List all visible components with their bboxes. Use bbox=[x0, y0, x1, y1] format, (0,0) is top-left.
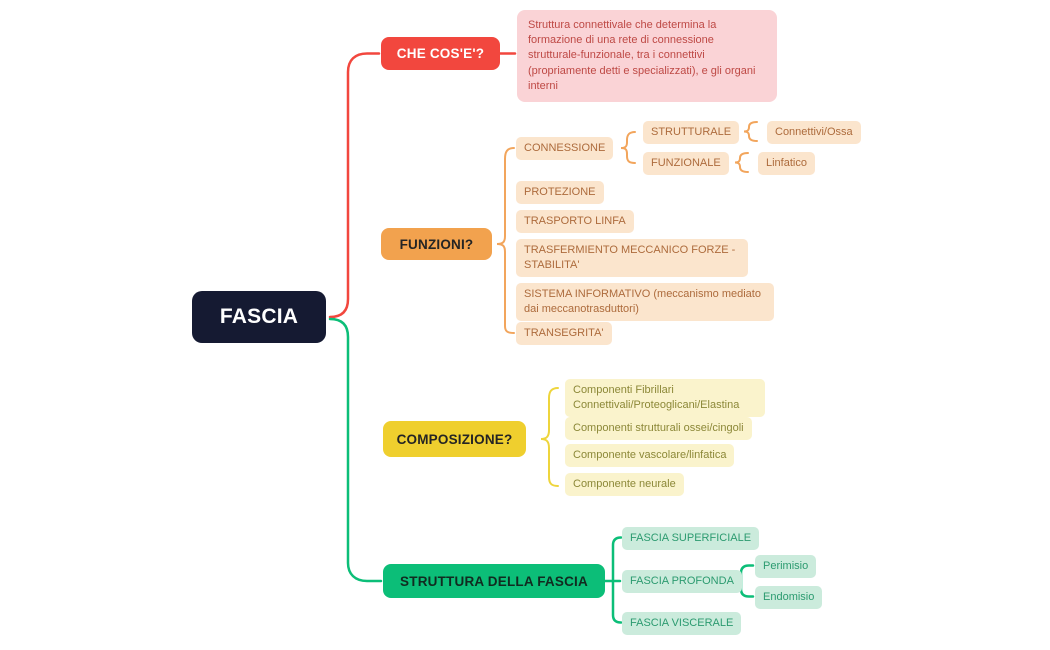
orange-funzioni-brace bbox=[496, 147, 515, 334]
orange-connessione-brace bbox=[620, 131, 636, 164]
green-branch-connector bbox=[328, 317, 383, 583]
branch-node-che-cose[interactable]: CHE COS'E'? bbox=[381, 37, 500, 70]
leaf-endomisio[interactable]: Endomisio bbox=[755, 586, 823, 609]
green-tree-connector bbox=[603, 536, 623, 624]
branch-node-funzioni[interactable]: FUNZIONI? bbox=[381, 228, 492, 260]
leaf-perimisio[interactable]: Perimisio bbox=[755, 555, 817, 578]
root-node-fascia[interactable]: FASCIA bbox=[192, 291, 326, 343]
leaf-sistema-informativo[interactable]: SISTEMA INFORMATIVO (meccanismo mediato … bbox=[516, 283, 774, 321]
leaf-componenti-strutturali[interactable]: Componenti strutturali ossei/cingoli bbox=[565, 417, 752, 440]
leaf-trasporto-linfa[interactable]: TRASPORTO LINFA bbox=[516, 210, 634, 233]
leaf-trasferimento-meccanico[interactable]: TRASFERMIENTO MECCANICO FORZE - STABILIT… bbox=[516, 239, 748, 277]
leaf-fascia-superficiale[interactable]: FASCIA SUPERFICIALE bbox=[622, 527, 760, 550]
leaf-connettivi-ossa[interactable]: Connettivi/Ossa bbox=[767, 121, 861, 144]
orange-funzionale-brace bbox=[734, 152, 749, 173]
orange-strutturale-brace bbox=[743, 121, 758, 142]
leaf-componente-vascolare[interactable]: Componente vascolare/linfatica bbox=[565, 444, 735, 467]
branch-node-composizione[interactable]: COMPOSIZIONE? bbox=[383, 421, 526, 457]
leaf-protezione[interactable]: PROTEZIONE bbox=[516, 181, 604, 204]
leaf-strutturale[interactable]: STRUTTURALE bbox=[643, 121, 740, 144]
leaf-fascia-viscerale[interactable]: FASCIA VISCERALE bbox=[622, 612, 742, 635]
leaf-linfatico[interactable]: Linfatico bbox=[758, 152, 815, 175]
leaf-funzionale[interactable]: FUNZIONALE bbox=[643, 152, 729, 175]
leaf-componenti-fibrillari[interactable]: Componenti Fibrillari Connettivali/Prote… bbox=[565, 379, 765, 417]
leaf-transegrita[interactable]: TRANSEGRITA' bbox=[516, 322, 612, 345]
leaf-componente-neurale[interactable]: Componente neurale bbox=[565, 473, 684, 496]
leaf-connessione[interactable]: CONNESSIONE bbox=[516, 137, 614, 160]
note-che-cose-description[interactable]: Struttura connettivale che determina la … bbox=[517, 10, 777, 102]
red-branch-connector bbox=[328, 52, 381, 319]
leaf-fascia-profonda[interactable]: FASCIA PROFONDA bbox=[622, 570, 742, 593]
branch-node-struttura-della-fascia[interactable]: STRUTTURA DELLA FASCIA bbox=[383, 564, 605, 598]
yellow-composizione-brace bbox=[540, 387, 559, 487]
